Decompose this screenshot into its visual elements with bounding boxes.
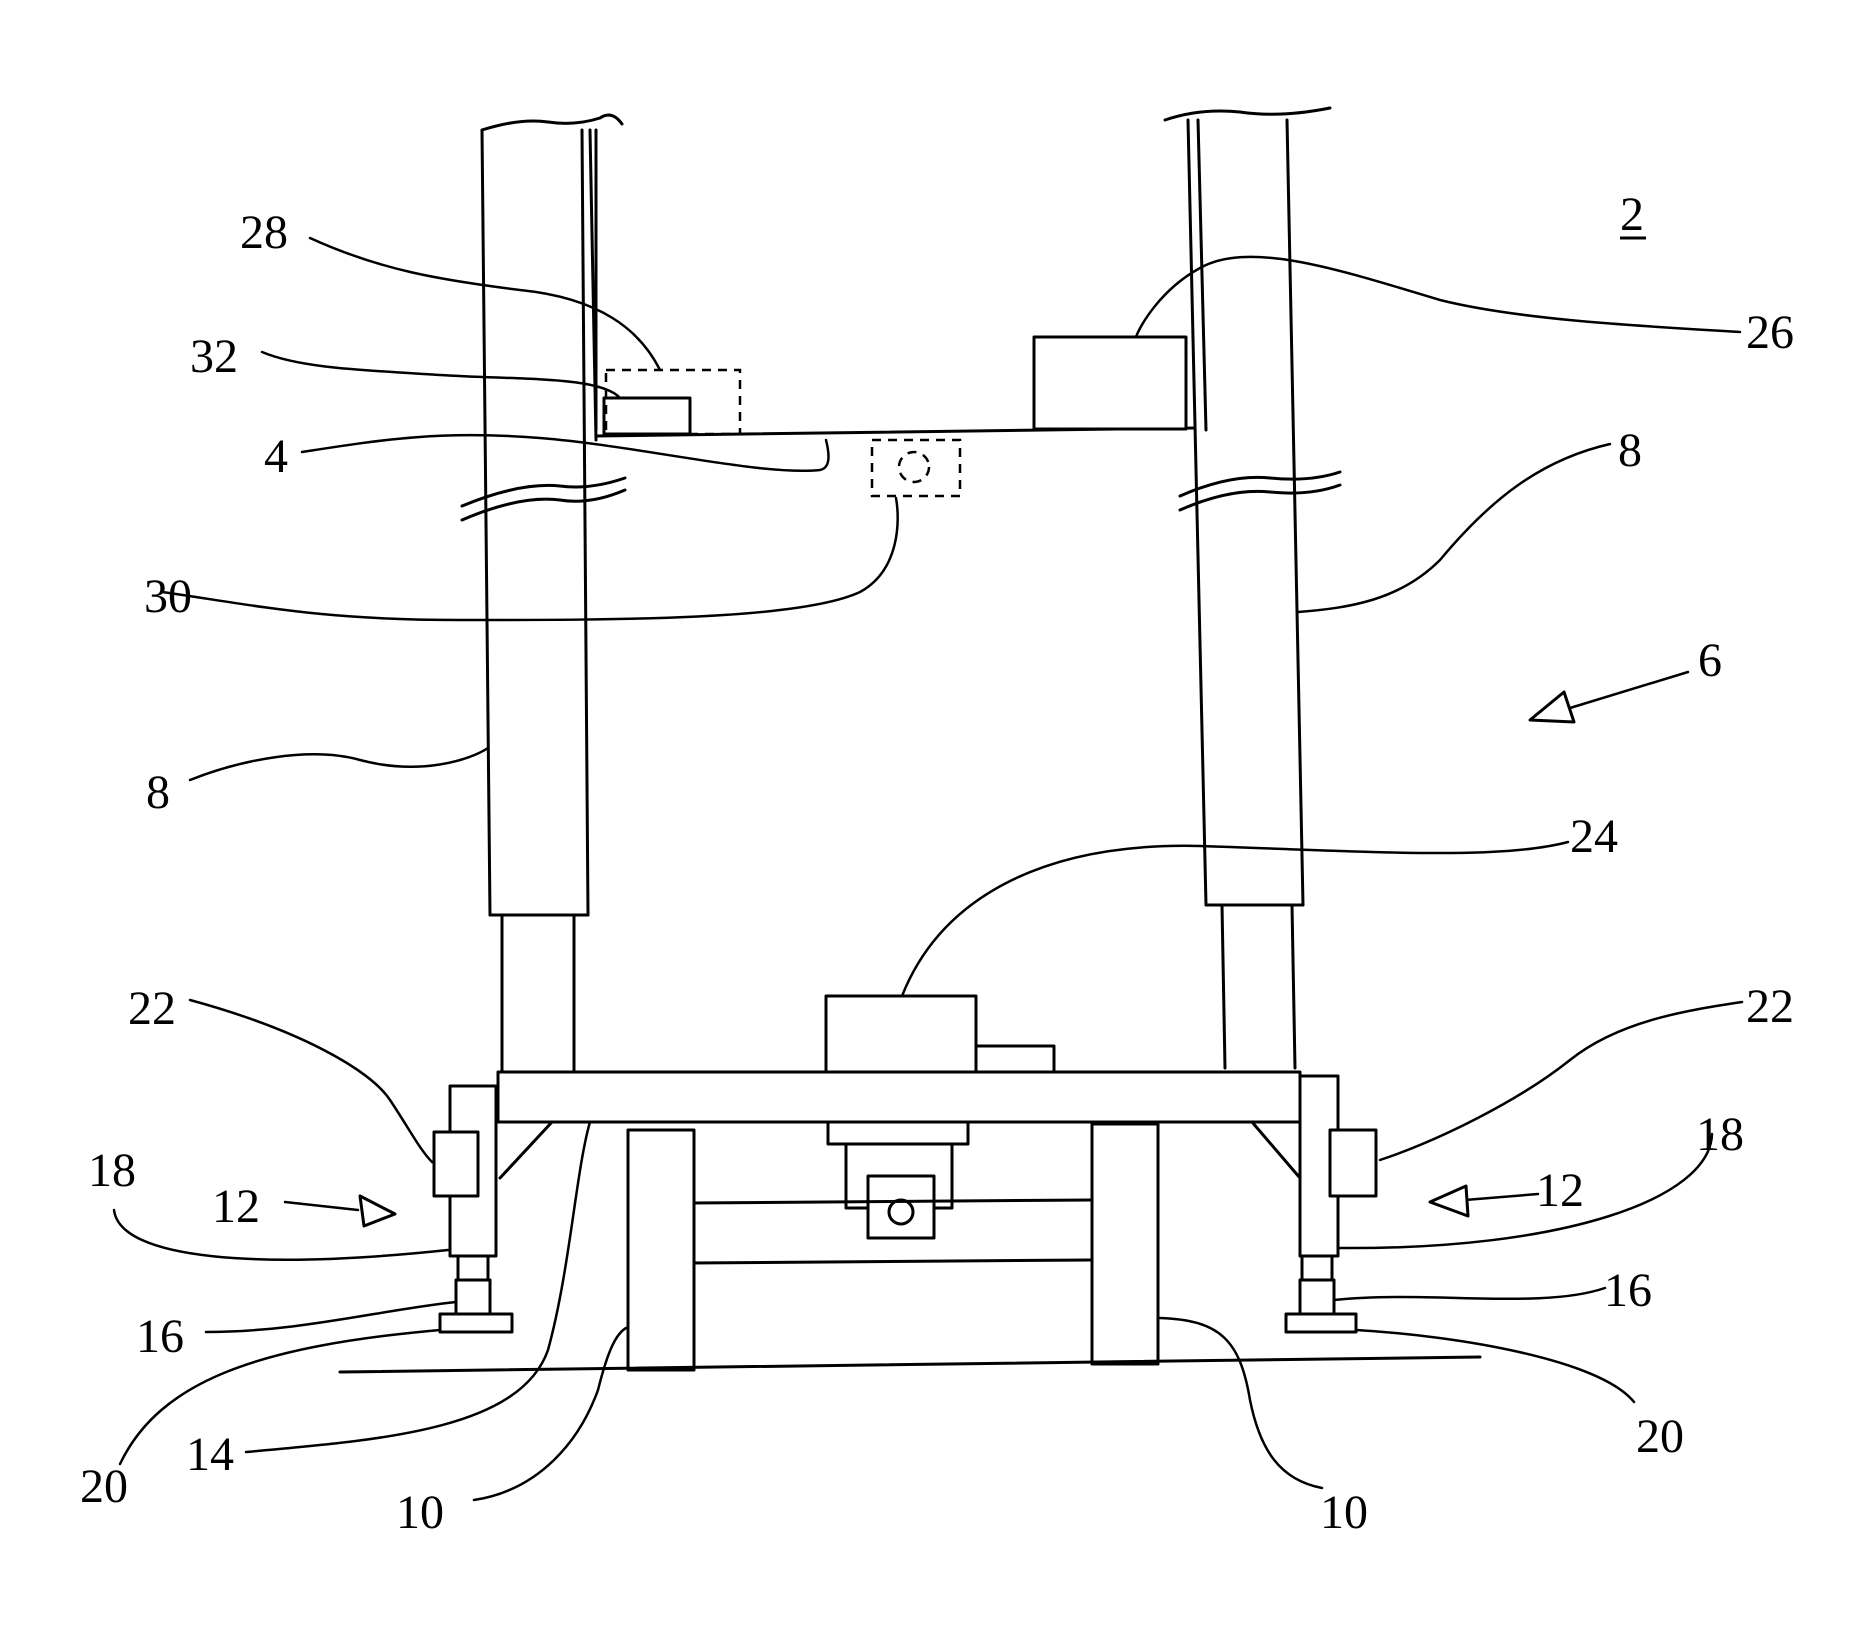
label-20-right: 20	[1636, 1410, 1684, 1463]
label-8-right: 8	[1618, 424, 1642, 477]
base-beam-14	[498, 1072, 1300, 1122]
small-box	[976, 1046, 1054, 1072]
label-18-right: 18	[1696, 1108, 1744, 1161]
right-wheel-10	[1092, 1124, 1158, 1364]
label-10-left: 10	[396, 1486, 444, 1539]
sensor-circle	[899, 452, 929, 482]
control-box-26	[1034, 337, 1186, 429]
leader-lines	[114, 238, 1742, 1500]
label-30: 30	[144, 570, 192, 623]
base-frame	[340, 996, 1480, 1372]
label-22-right: 22	[1746, 980, 1794, 1033]
right-mast	[1165, 108, 1340, 1068]
drive-hub	[868, 1176, 934, 1238]
right-sensor-22	[1330, 1130, 1376, 1196]
label-16-right: 16	[1604, 1264, 1652, 1317]
label-4: 4	[264, 430, 288, 483]
label-8-left: 8	[146, 766, 170, 819]
left-pad-20	[440, 1314, 512, 1332]
label-12-left: 12	[212, 1180, 260, 1233]
label-22-left: 22	[128, 982, 176, 1035]
right-pad-20	[1286, 1314, 1356, 1332]
label-26: 26	[1746, 306, 1794, 359]
dashed-box-30	[872, 440, 960, 496]
label-16-left: 16	[136, 1310, 184, 1363]
label-14: 14	[186, 1428, 234, 1481]
label-18-left: 18	[88, 1144, 136, 1197]
left-wheel-10	[628, 1130, 694, 1370]
label-24: 24	[1570, 810, 1618, 863]
label-32: 32	[190, 330, 238, 383]
label-6: 6	[1698, 634, 1722, 687]
left-sensor-22	[434, 1132, 478, 1196]
ground-line	[340, 1357, 1480, 1372]
label-28: 28	[240, 206, 288, 259]
unit-box-24	[826, 996, 976, 1072]
figure-reference-numeral: 2	[1620, 188, 1644, 241]
label-10-right: 10	[1320, 1486, 1368, 1539]
upper-crossbar	[596, 130, 1195, 496]
label-12-right: 12	[1536, 1164, 1584, 1217]
right-screw-16	[1302, 1256, 1332, 1280]
label-20-left: 20	[80, 1460, 128, 1513]
left-mast	[462, 115, 625, 1075]
numeral-labels: 2 28 32 4 30 8 26 8 6 24 22 22 18 18 12 …	[80, 188, 1794, 1539]
sensor-box-32	[604, 398, 690, 434]
left-screw-16	[458, 1256, 488, 1280]
